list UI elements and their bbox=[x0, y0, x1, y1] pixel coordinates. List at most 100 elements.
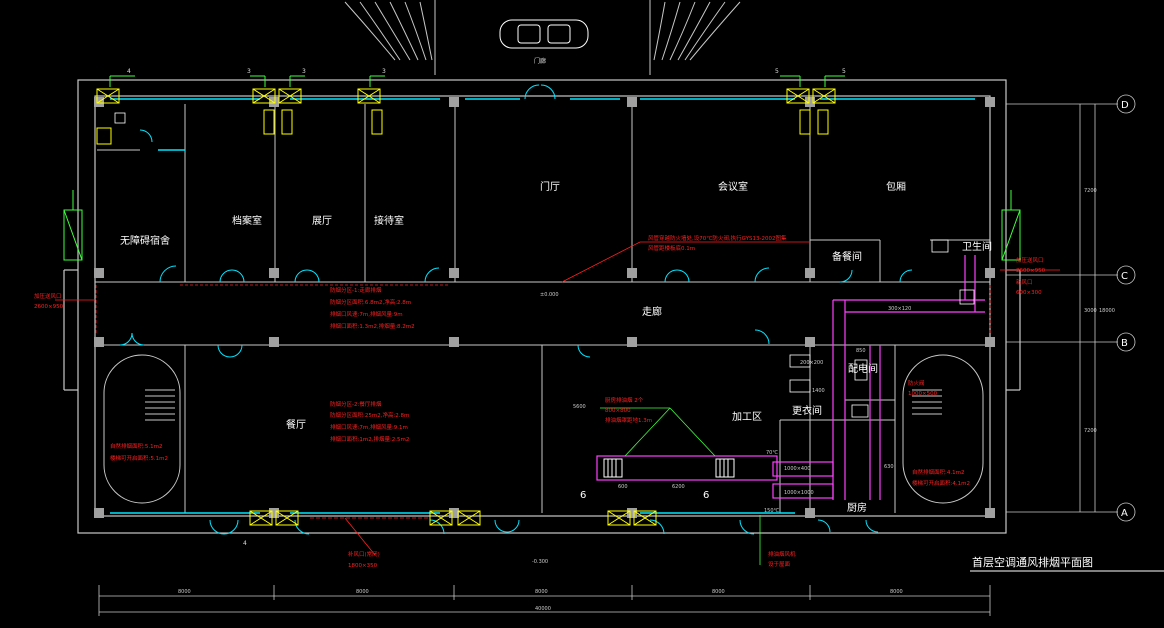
ducts-white bbox=[114, 112, 975, 418]
room-label-dorm: 无障碍宿舍 bbox=[120, 234, 170, 247]
room-label-archive: 档案室 bbox=[232, 214, 262, 227]
right-span: 7200 bbox=[1084, 188, 1097, 194]
note-right-vent-l3: 新风口 bbox=[1016, 278, 1033, 286]
note-dining-zone-l1: 防烟分区面积:25m2,净高:2.8m bbox=[330, 411, 409, 419]
room-label-processing: 加工区 bbox=[732, 411, 762, 423]
room-label-meeting: 会议室 bbox=[718, 180, 748, 193]
bottom-total: 40000 bbox=[535, 606, 551, 612]
fan-tag: 4 bbox=[127, 68, 131, 75]
fan-tag: 5 bbox=[842, 68, 846, 75]
fan-tag: 3 bbox=[302, 68, 306, 75]
note-stair-right-l1: 自然排烟面积:4.1m2 bbox=[912, 468, 964, 476]
note-lobby-l1: 风管穿越防火墙处,设70℃防火阀,执行GYS13-2002图集 bbox=[648, 234, 787, 242]
right-span: 7200 bbox=[1084, 428, 1097, 434]
grid-axis-c: C bbox=[1121, 271, 1128, 282]
duct-size: 1000×1000 bbox=[784, 490, 814, 496]
room-label-power: 配电间 bbox=[848, 362, 878, 375]
bottom-span: 8000 bbox=[178, 589, 191, 595]
note-dining-zone-l3: 排烟口面积:1m2,排烟量:2.5m2 bbox=[330, 435, 409, 443]
note-corridor-zone-l1: 防烟分区面积:6.8m2,净高:2.8m bbox=[330, 298, 411, 306]
side-louvers bbox=[63, 190, 1021, 261]
columns bbox=[94, 97, 995, 518]
note-lobby-l2: 风管距楼板底0.1m bbox=[648, 244, 695, 252]
fan-tag: 6 bbox=[703, 490, 709, 501]
car-icon bbox=[499, 19, 589, 49]
note-bottom-vent-l2: 1800×350 bbox=[348, 563, 378, 569]
room-label-private: 包厢 bbox=[886, 180, 906, 193]
room-label-corridor: 走廊 bbox=[642, 305, 662, 318]
duct-size: 1000×400 bbox=[784, 466, 810, 472]
interior-walls bbox=[95, 104, 990, 513]
bottom-span: 8000 bbox=[712, 589, 725, 595]
hood-grilles bbox=[603, 458, 735, 478]
right-span: 3000 bbox=[1084, 308, 1097, 314]
note-left-vent-l2: 2600×950 bbox=[34, 304, 64, 310]
duct-size: 200×200 bbox=[800, 360, 823, 366]
note-corridor-zone-l2: 排烟口风速:7m,排烟风量:9m bbox=[330, 310, 403, 318]
note-power-l2: 1000×500 bbox=[908, 391, 938, 397]
note-right-vent-l4: 600×300 bbox=[1016, 290, 1042, 296]
note-dining-zone-l2: 排烟口风速:7m,排烟风量:9.1m bbox=[330, 423, 408, 431]
kitchen-ducts bbox=[596, 255, 985, 500]
note-corridor-zone-title: 防烟分区-1:走廊排烟 bbox=[330, 286, 382, 294]
room-label-dining: 餐厅 bbox=[286, 418, 306, 431]
stair-right bbox=[902, 354, 984, 504]
note-left-vent-l1: 加压送风口 bbox=[34, 292, 62, 300]
duct-size: 300×120 bbox=[888, 306, 911, 312]
note-dining-zone-title: 防烟分区-2:餐厅排烟 bbox=[330, 400, 382, 408]
fan-tag: 3 bbox=[247, 68, 251, 75]
red-leaders bbox=[55, 241, 1060, 556]
fan-tag: 3 bbox=[382, 68, 386, 75]
bottom-span: 8000 bbox=[535, 589, 548, 595]
room-label-canopy: 门廊 bbox=[534, 57, 546, 65]
grid-axis-b: B bbox=[1121, 338, 1128, 349]
grid-axis-d: D bbox=[1121, 100, 1129, 111]
green-leaders bbox=[600, 407, 761, 565]
note-kitchen-bottom-l1: 排油烟风机 bbox=[768, 550, 796, 558]
note-kitchen-l3: 排油烟罩距地1.3m bbox=[605, 416, 652, 424]
note-power-l1: 防火阀 bbox=[908, 379, 925, 387]
stair-left bbox=[103, 354, 181, 504]
dim-label: 850 bbox=[856, 348, 866, 354]
bottom-span: 8000 bbox=[356, 589, 369, 595]
windows bbox=[110, 98, 975, 514]
note-kitchen-bottom-l2: 设于屋面 bbox=[768, 560, 791, 568]
fan-tag: 5 bbox=[775, 68, 779, 75]
note-stair-left-l1: 自然排烟面积:5.1m2 bbox=[110, 442, 162, 450]
note-right-vent-l2: 2600×950 bbox=[1016, 268, 1046, 274]
room-label-hall-small: 展厅 bbox=[312, 215, 332, 227]
dim-label: 600 bbox=[618, 484, 628, 490]
fan-tag-leaders bbox=[109, 75, 845, 87]
room-label-restroom: 卫生间 bbox=[962, 240, 992, 253]
note-corridor-zone-l3: 排烟口面积:1.3m2,排烟量:8.2m2 bbox=[330, 322, 415, 330]
right-total: 18000 bbox=[1099, 308, 1115, 314]
note-stair-left-l2: 楼梯可开启面积:5.1m2 bbox=[110, 454, 168, 462]
temp-70: 70℃ bbox=[766, 450, 778, 456]
drawing-title: 首层空调通风排烟平面图 bbox=[972, 555, 1093, 569]
fan-units bbox=[96, 88, 836, 526]
note-right-vent-l1: 加压送风口 bbox=[1016, 256, 1044, 264]
grid-axis-lines bbox=[1006, 94, 1136, 522]
dim-label: 6200 bbox=[672, 484, 685, 490]
room-label-kitchen: 厨房 bbox=[847, 501, 867, 514]
elev-label: ±0.000 bbox=[540, 292, 559, 298]
room-label-pantry: 备餐间 bbox=[832, 250, 862, 263]
dim-label: 1400 bbox=[812, 388, 825, 394]
dim-label: 5600 bbox=[573, 404, 586, 410]
fan-tag: 4 bbox=[243, 540, 247, 547]
note-bottom-vent-l1: 补风口(常闭) bbox=[348, 550, 380, 558]
bottom-span: 8000 bbox=[890, 589, 903, 595]
room-label-lobby: 门厅 bbox=[540, 180, 560, 193]
fan-tag: 6 bbox=[580, 490, 586, 501]
dim-label: 630 bbox=[884, 464, 894, 470]
room-label-changing: 更衣间 bbox=[792, 404, 822, 417]
temp-150: 150℃ bbox=[764, 508, 780, 514]
room-label-reception: 接待室 bbox=[374, 214, 404, 227]
canopy-arcs bbox=[344, 0, 741, 75]
note-kitchen-l2: 800×800 bbox=[605, 408, 631, 414]
grid-axis-a: A bbox=[1121, 508, 1128, 519]
elev-label: -0.300 bbox=[532, 559, 548, 565]
bottom-dim-lines bbox=[98, 585, 991, 616]
note-stair-right-l2: 楼梯可开启面积:4.1m2 bbox=[912, 479, 970, 487]
